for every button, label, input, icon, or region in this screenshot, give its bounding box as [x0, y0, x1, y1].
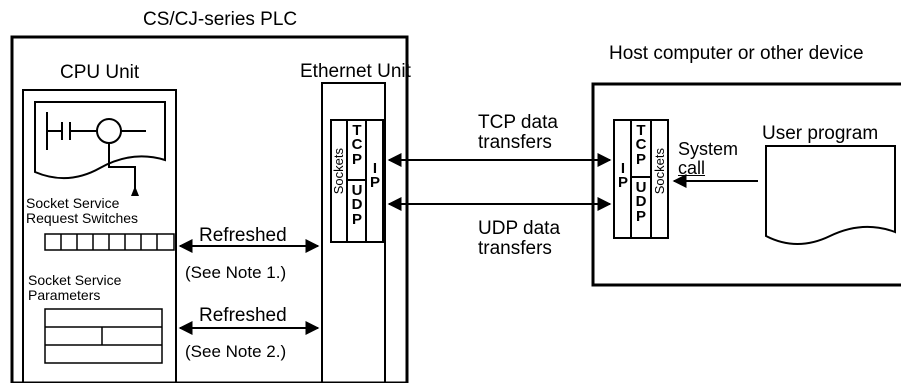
- ethernet-ip-i: I: [372, 160, 378, 177]
- note-1-label: (See Note 1.): [185, 263, 287, 282]
- ethernet-udp-d: D: [351, 196, 363, 214]
- request-switches-bar: [44, 233, 175, 251]
- cpu-unit-label: CPU Unit: [60, 62, 140, 83]
- host-frame: [591, 82, 901, 287]
- udp-transfer-line1: UDP data: [478, 218, 561, 239]
- ethernet-udp-label: U D P: [349, 182, 365, 228]
- host-ip-p: P: [617, 174, 628, 192]
- tcp-transfer-line1: TCP data: [478, 112, 558, 133]
- cpu-unit-box: [22, 89, 177, 383]
- host-tcp-t: T: [636, 122, 646, 139]
- ethernet-tcp-label: T C P: [349, 122, 365, 168]
- host-udp-p: P: [635, 207, 646, 225]
- request-switches-line1: Socket Service: [26, 195, 120, 211]
- ladder-contact-icon: [46, 112, 146, 190]
- host-ip-i: I: [620, 160, 626, 177]
- parameters-label: Socket Service Parameters: [28, 272, 122, 304]
- host-tcp-p: P: [635, 150, 646, 168]
- host-tcp-label: T C P: [633, 122, 649, 168]
- udp-transfer-label: UDP data transfers: [478, 219, 560, 259]
- request-switches-label: Socket Service Request Switches: [26, 195, 139, 227]
- host-udp-d: D: [635, 193, 647, 211]
- tcp-transfer-line2: transfers: [478, 131, 552, 153]
- host-sockets-label: Sockets: [652, 148, 667, 195]
- ethernet-tcp-t: T: [352, 122, 362, 139]
- system-call-line1: System: [678, 139, 739, 159]
- ethernet-tcp-p: P: [351, 150, 362, 168]
- udp-transfer-line2: transfers: [478, 237, 552, 259]
- ethernet-udp-u: U: [351, 182, 363, 199]
- parameters-line2: Parameters: [28, 287, 101, 304]
- refreshed-label-1: Refreshed: [199, 225, 287, 246]
- host-tcp-c: C: [635, 136, 647, 154]
- ethernet-ip-label: I P: [367, 160, 383, 192]
- host-ip-label: I P: [615, 160, 631, 192]
- ethernet-sockets-label: Sockets: [331, 148, 346, 195]
- system-call-label: System call: [678, 140, 738, 178]
- host-protocol-stack: [613, 119, 669, 239]
- parameters-table: [44, 308, 163, 364]
- user-program-label: User program: [762, 123, 879, 144]
- host-udp-label: U D P: [633, 179, 649, 225]
- request-switches-line2: Request Switches: [26, 210, 139, 227]
- ethernet-unit-box: [321, 82, 386, 383]
- plc-title: CS/CJ-series PLC: [143, 9, 298, 30]
- ethernet-unit-label: Ethernet Unit: [300, 61, 411, 82]
- parameters-line1: Socket Service: [28, 272, 122, 288]
- user-program-document: [765, 145, 896, 245]
- refreshed-label-2: Refreshed: [199, 305, 287, 326]
- ethernet-ip-p: P: [369, 174, 380, 192]
- tcp-transfer-label: TCP data transfers: [478, 113, 558, 153]
- note-2-label: (See Note 2.): [185, 342, 287, 361]
- ethernet-protocol-stack: [330, 119, 384, 243]
- ethernet-tcp-c: C: [351, 136, 363, 154]
- host-title: Host computer or other device: [609, 43, 864, 64]
- host-udp-u: U: [635, 179, 647, 196]
- ladder-arrow: [131, 186, 139, 196]
- ethernet-udp-p: P: [351, 210, 362, 228]
- system-call-line2: call: [678, 157, 706, 178]
